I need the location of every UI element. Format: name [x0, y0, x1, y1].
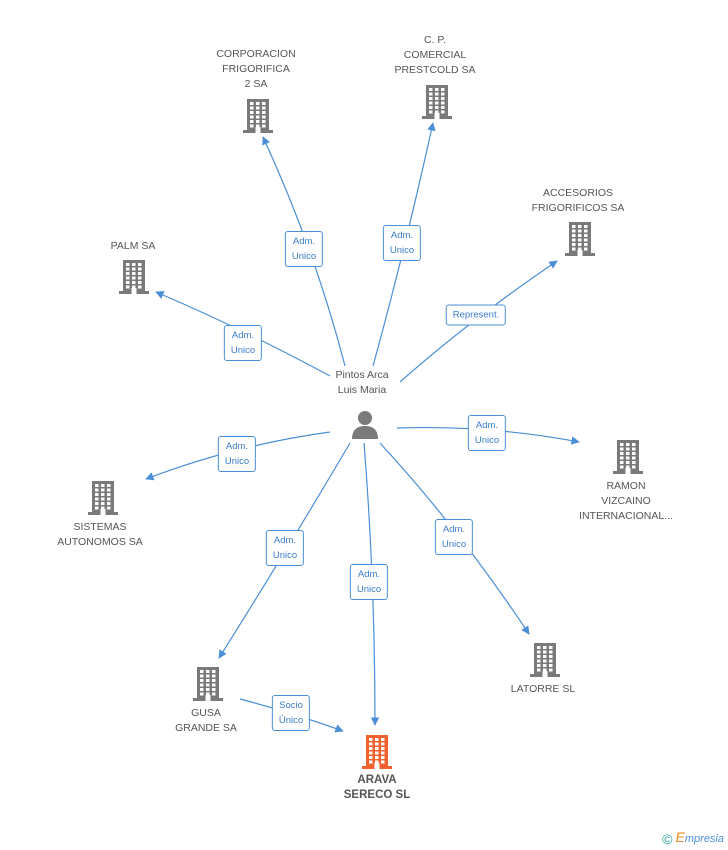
copyright-icon: ©: [662, 831, 673, 847]
relation-badge-palm[interactable]: Adm. Unico: [223, 325, 263, 361]
relation-text: Unico: [356, 584, 382, 595]
building-icon: [362, 735, 392, 769]
relation-badge-sistemas[interactable]: Adm. Unico: [217, 436, 257, 472]
relation-text: Unico: [230, 345, 256, 356]
company-label-sistemas-line: AUTONOMOS SA: [57, 536, 143, 548]
relation-text: Unico: [474, 435, 500, 446]
company-label-accesorios-line: ACCESORIOS: [542, 187, 614, 199]
company-label-prestcold: C. P. COMERCIAL PRESTCOLD SA: [394, 33, 475, 78]
company-label-sistemas-line: SISTEMAS: [73, 521, 127, 533]
company-label-ramon-line: VIZCAINO: [601, 495, 651, 507]
company-label-latorre-line: LATORRE SL: [510, 683, 576, 695]
company-label-corporacion-line: FRIGORIFICA: [222, 63, 290, 75]
relation-text: Adm.: [475, 420, 499, 431]
company-label-palm: PALM SA: [111, 239, 156, 254]
relation-badge-arava[interactable]: Adm. Unico: [349, 564, 389, 600]
building-icon: [422, 85, 452, 119]
relation-text: Unico: [291, 251, 317, 262]
company-label-arava-line: ARAVA: [357, 774, 397, 786]
relation-text: Adm.: [231, 330, 255, 341]
building-icon: [119, 260, 149, 294]
relation-badge-ramon[interactable]: Adm. Unico: [467, 415, 507, 451]
company-node-gusa[interactable]: [193, 667, 223, 706]
relation-text: Único: [278, 715, 304, 726]
person-name-label-line: Luis Maria: [337, 384, 387, 396]
company-label-arava: ARAVA SERECO SL: [344, 773, 410, 803]
relation-badge-gusa[interactable]: Adm. Unico: [265, 530, 305, 566]
company-label-ramon-line: INTERNACIONAL...: [579, 510, 673, 522]
relation-text: Adm.: [357, 569, 381, 580]
relation-badge-prestcold[interactable]: Adm. Unico: [382, 225, 422, 261]
company-label-prestcold-line: COMERCIAL: [403, 49, 467, 61]
relation-text: Adm.: [292, 236, 316, 247]
company-label-gusa: GUSA GRANDE SA: [175, 706, 237, 736]
company-label-palm-line: PALM SA: [110, 240, 156, 252]
relation-text: Represent.: [452, 309, 500, 321]
company-node-ramon[interactable]: [613, 440, 643, 479]
company-node-arava[interactable]: [362, 735, 392, 774]
company-label-arava-line: SERECO SL: [343, 789, 411, 801]
relation-text: Adm.: [442, 524, 466, 535]
company-node-sistemas[interactable]: [88, 481, 118, 520]
relation-badge-latorre[interactable]: Adm. Unico: [434, 519, 474, 555]
relation-text: Adm.: [273, 535, 297, 546]
company-node-accesorios[interactable]: [565, 222, 595, 261]
company-node-corporacion[interactable]: [243, 99, 273, 138]
relation-text: Adm.: [225, 441, 249, 452]
company-node-latorre[interactable]: [530, 643, 560, 682]
company-label-corporacion-line: CORPORACION: [216, 48, 296, 60]
company-label-sistemas: SISTEMAS AUTONOMOS SA: [57, 520, 143, 550]
building-icon: [530, 643, 560, 677]
company-label-ramon: RAMON VIZCAINO INTERNACIONAL...: [579, 479, 673, 524]
building-icon: [565, 222, 595, 256]
footer-brand: © Empresia: [662, 829, 724, 847]
company-node-palm[interactable]: [119, 260, 149, 299]
company-label-accesorios: ACCESORIOS FRIGORIFICOS SA: [532, 186, 625, 216]
company-node-prestcold[interactable]: [422, 85, 452, 124]
brand-logo: Empresia: [675, 828, 724, 845]
relation-text: Unico: [389, 245, 415, 256]
building-icon: [243, 99, 273, 133]
company-label-latorre: LATORRE SL: [511, 682, 575, 697]
company-label-gusa-line: GUSA: [191, 707, 221, 719]
relation-text: Unico: [441, 539, 467, 550]
person-icon: [352, 411, 378, 439]
relation-badge-accesorios[interactable]: Represent.: [445, 304, 507, 326]
relation-text: Adm.: [390, 230, 414, 241]
company-label-gusa-line: GRANDE SA: [175, 722, 237, 734]
relation-text: Unico: [224, 456, 250, 467]
building-icon: [88, 481, 118, 515]
person-name-label-line: Pintos Arca: [335, 369, 389, 381]
company-label-ramon-line: RAMON: [606, 480, 646, 492]
person-node[interactable]: [350, 409, 380, 444]
company-label-prestcold-line: PRESTCOLD SA: [394, 64, 476, 76]
relation-text: Unico: [272, 550, 298, 561]
company-label-corporacion-line: 2 SA: [244, 78, 268, 90]
relation-text: Socio: [279, 700, 303, 711]
relation-badge-corporacion[interactable]: Adm. Unico: [284, 231, 324, 267]
company-label-corporacion: CORPORACION FRIGORIFICA 2 SA: [216, 47, 295, 92]
building-icon: [613, 440, 643, 474]
company-label-accesorios-line: FRIGORIFICOS SA: [531, 202, 625, 214]
building-icon: [193, 667, 223, 701]
company-label-prestcold-line: C. P.: [424, 34, 446, 46]
